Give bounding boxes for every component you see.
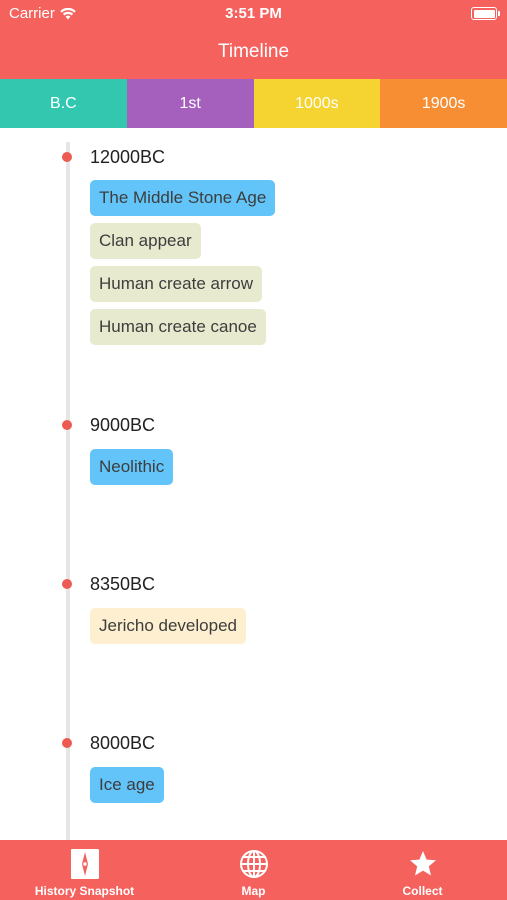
- app-header: Carrier 3:51 PM Timeline: [0, 0, 507, 79]
- timeline-dot: [62, 420, 72, 430]
- event-neolithic[interactable]: Neolithic: [90, 449, 174, 485]
- event-human-create-canoe[interactable]: Human create canoe: [90, 309, 266, 345]
- tabbar-label: History Snapshot: [34, 884, 135, 898]
- era-tabs: B.C 1st 1000s 1900s: [0, 79, 507, 128]
- tab-1st[interactable]: 1st: [126, 79, 254, 128]
- tabbar-label: Map: [241, 884, 266, 898]
- tabbar-collect[interactable]: Collect: [338, 840, 507, 900]
- compass-book-icon: [70, 849, 99, 879]
- status-bar: Carrier 3:51 PM: [0, 0, 507, 28]
- carrier: Carrier: [9, 5, 76, 22]
- event-clan-appear[interactable]: Clan appear: [90, 223, 201, 259]
- star-icon: [409, 851, 436, 876]
- year-label: 8000BC: [90, 733, 156, 753]
- battery-icon: [471, 7, 500, 20]
- year-label: 12000BC: [90, 147, 166, 167]
- event-ice-age[interactable]: Ice age: [90, 767, 164, 803]
- timeline-dot: [62, 579, 72, 589]
- event-middle-stone-age[interactable]: The Middle Stone Age: [90, 180, 276, 216]
- year-label: 9000BC: [90, 415, 156, 435]
- tab-bc[interactable]: B.C: [0, 79, 127, 128]
- event-jericho-developed[interactable]: Jericho developed: [90, 608, 246, 644]
- tabbar-map[interactable]: Map: [169, 840, 338, 900]
- timeline-line: [66, 142, 70, 840]
- carrier-label: Carrier: [9, 5, 55, 22]
- wifi-icon: [60, 7, 76, 19]
- timeline-list[interactable]: 12000BC The Middle Stone Age Clan appear…: [0, 128, 507, 840]
- tab-1900s[interactable]: 1900s: [380, 79, 507, 128]
- page-title: Timeline: [217, 41, 290, 62]
- timeline-dot: [62, 152, 72, 162]
- timeline-dot: [62, 738, 72, 748]
- tab-1000s[interactable]: 1000s: [253, 79, 381, 128]
- year-label: 8350BC: [90, 574, 156, 594]
- event-human-create-arrow[interactable]: Human create arrow: [90, 266, 263, 302]
- tabbar-label: Collect: [402, 884, 443, 898]
- tabbar-history-snapshot[interactable]: History Snapshot: [0, 840, 169, 900]
- bottom-tab-bar: History Snapshot Map Collect: [0, 840, 507, 900]
- globe-icon: [239, 850, 268, 878]
- clock: 3:51 PM: [225, 5, 282, 22]
